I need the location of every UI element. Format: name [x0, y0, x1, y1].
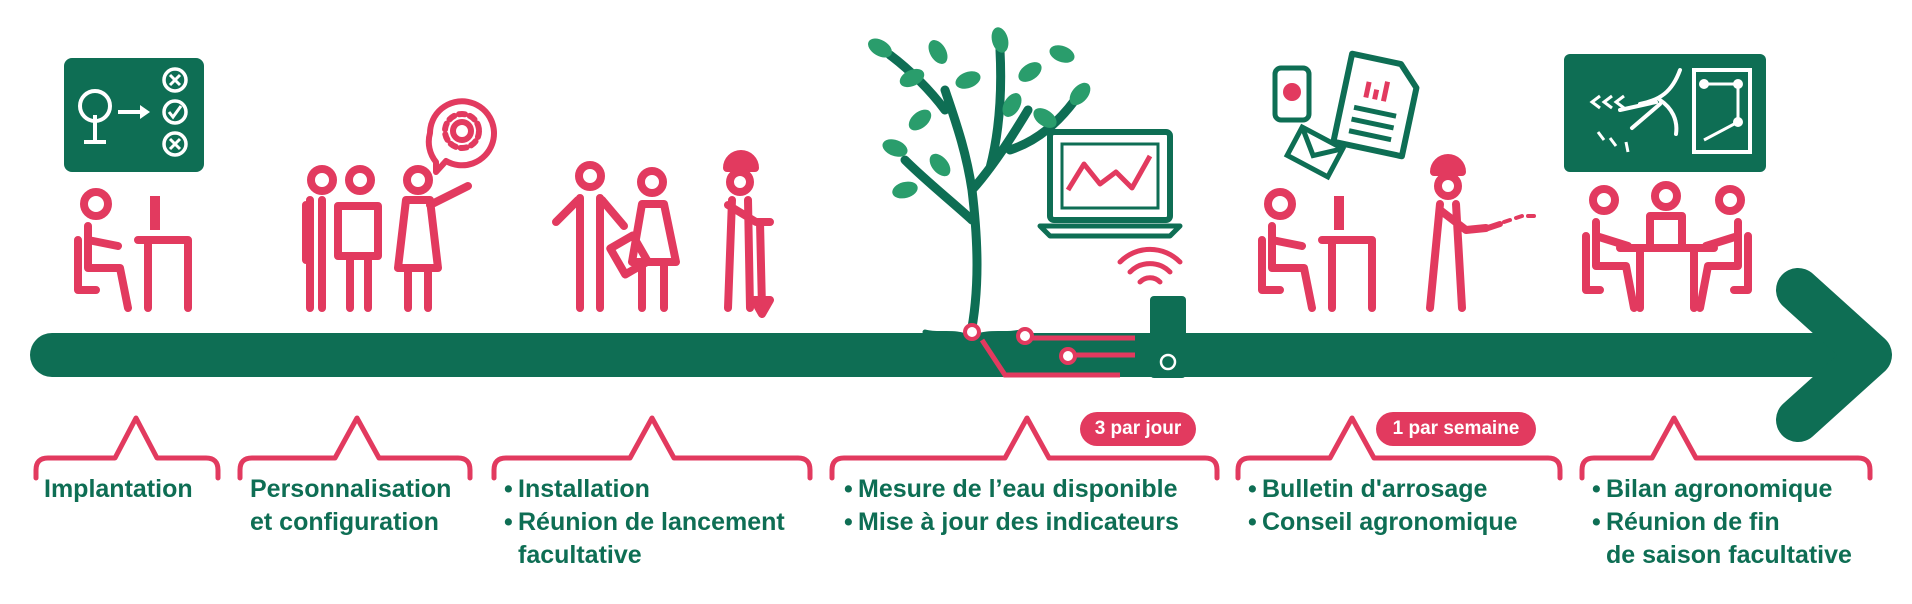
documents-icon: [1272, 50, 1420, 181]
meeting-table-icon: [1582, 181, 1752, 312]
wifi-icon: [1117, 246, 1183, 285]
office-worker-icon: [1258, 188, 1376, 312]
step-3-line-1: Installation: [518, 475, 650, 503]
callout-bracket-2: [237, 415, 473, 481]
bullet-icon: •: [504, 508, 513, 536]
timeline-arrow: [30, 268, 1892, 442]
bullet-icon: •: [844, 475, 853, 503]
step-2-line-2: et configuration: [250, 508, 439, 536]
step-4-item-2: •Mise à jour des indicateurs: [844, 506, 1179, 539]
tree-icon: [868, 27, 1135, 378]
callout-bracket-1: [33, 415, 221, 481]
step-3-item-1: •Installation: [504, 473, 785, 506]
laptop-chart-icon: [1037, 129, 1183, 239]
step-6-item-1: •Bilan agronomique: [1592, 473, 1852, 506]
step-6-line-2: Réunion de fin: [1606, 508, 1780, 536]
step-label-mesure: •Mesure de l’eau disponible •Mise à jour…: [844, 473, 1179, 539]
bullet-icon: •: [504, 475, 513, 503]
irrigating-worker-icon: [1426, 154, 1536, 312]
step-2-line-1: Personnalisation: [250, 475, 452, 503]
sensor-icon: [1150, 296, 1186, 378]
step-label-bilan: •Bilan agronomique •Réunion de fin de sa…: [1592, 473, 1852, 572]
step-label-installation: •Installation •Réunion de lancement facu…: [504, 473, 785, 572]
step-6-line-3: de saison facultative: [1606, 541, 1852, 569]
tree-diagram-icon: [64, 58, 204, 172]
step-4-item-1: •Mesure de l’eau disponible: [844, 473, 1179, 506]
step-3-line-3: facultative: [518, 541, 642, 569]
gear-speech-icon: [425, 98, 497, 175]
bullet-icon: •: [1248, 508, 1257, 536]
step-label-implantation: Implantation: [44, 473, 193, 506]
step-4-line-2: Mise à jour des indicateurs: [858, 508, 1179, 536]
team-discussion-icon: [302, 165, 472, 312]
step-1-line-1: Implantation: [44, 475, 193, 503]
callout-bracket-5: [1235, 415, 1563, 481]
bullet-icon: •: [844, 508, 853, 536]
frequency-badge-weekly: 1 par semaine: [1376, 412, 1536, 446]
step-label-personnalisation: Personnalisation et configuration: [250, 473, 451, 539]
map-board-icon: [1564, 54, 1766, 172]
step-3-line-2: Réunion de lancement: [518, 508, 785, 536]
field-team-icon: [552, 150, 774, 318]
step-6-line-1: Bilan agronomique: [1606, 475, 1833, 503]
step-label-bulletin: •Bulletin d'arrosage •Conseil agronomiqu…: [1248, 473, 1518, 539]
step-5-line-1: Bulletin d'arrosage: [1262, 475, 1488, 503]
step-5-line-2: Conseil agronomique: [1262, 508, 1518, 536]
step-5-item-2: •Conseil agronomique: [1248, 506, 1518, 539]
bullet-icon: •: [1592, 508, 1601, 536]
callout-bracket-6: [1579, 415, 1873, 481]
callout-bracket-3: [491, 415, 813, 481]
bullet-icon: •: [1592, 475, 1601, 503]
bullet-icon: •: [1248, 475, 1257, 503]
step-5-item-1: •Bulletin d'arrosage: [1248, 473, 1518, 506]
step-4-line-1: Mesure de l’eau disponible: [858, 475, 1178, 503]
callout-bracket-4: [829, 415, 1220, 481]
step-6-item-2: •Réunion de fin: [1592, 506, 1852, 539]
step-3-item-2: •Réunion de lancement: [504, 506, 785, 539]
frequency-badge-daily: 3 par jour: [1080, 412, 1196, 446]
office-worker-icon: [74, 188, 192, 312]
